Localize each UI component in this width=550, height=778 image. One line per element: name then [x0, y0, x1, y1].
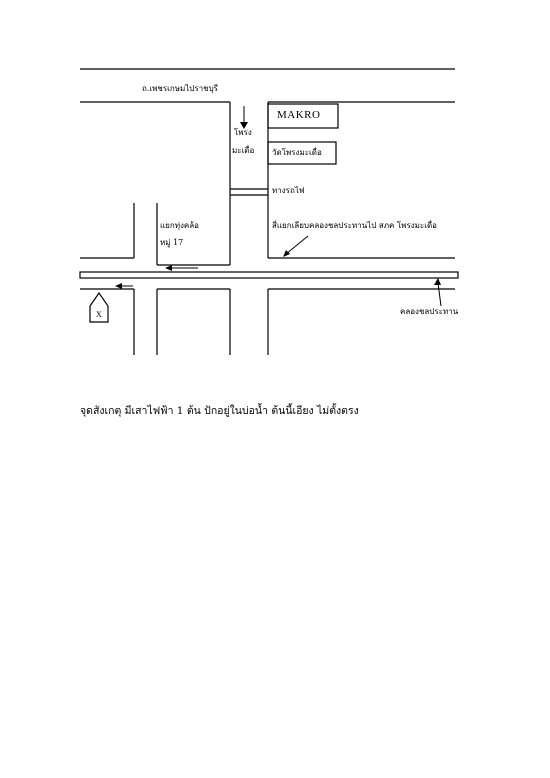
house-marker-shape	[89, 291, 109, 323]
junction-arrow-head	[283, 250, 290, 257]
temple-box	[267, 141, 337, 165]
makro-box	[267, 103, 339, 129]
canal-arrow-shaft	[437, 282, 442, 307]
prong-label: โพรง	[234, 128, 252, 137]
irrigation-canal-label: คลองชลประทาน	[400, 307, 459, 316]
left-arrow-lower-head	[115, 283, 122, 289]
thung-khlo-junction-label: แยกทุ่งคล้อ	[160, 221, 199, 230]
makuea-label: มะเดื่อ	[232, 146, 255, 155]
landmark-note: จุดสังเกตุ มีเสาไฟฟ้า 1 ต้น ปักอยู่ในบ่อ…	[80, 405, 359, 417]
down-arrow-head	[240, 122, 248, 129]
temple-label: วัดโพรงมะเดื่อ	[272, 148, 322, 157]
junction-label: สี่แยกเลียบคลองชลประทานไป สภค โพรงมะเดื่…	[272, 221, 437, 230]
makro-label: MAKRO	[277, 109, 321, 121]
junction-arrow-shaft	[285, 235, 309, 255]
house-marker-label: X	[96, 310, 102, 319]
left-arrow-upper-head	[165, 265, 172, 271]
main-road-label: ถ.เพชรเกษมไปราชบุรี	[142, 84, 218, 93]
canal-arrow-head	[434, 278, 441, 285]
moo-17-label: หมู่ 17	[160, 238, 184, 247]
irrigation-canal-shape	[79, 271, 459, 279]
railway-label: ทางรถไฟ	[272, 186, 305, 195]
